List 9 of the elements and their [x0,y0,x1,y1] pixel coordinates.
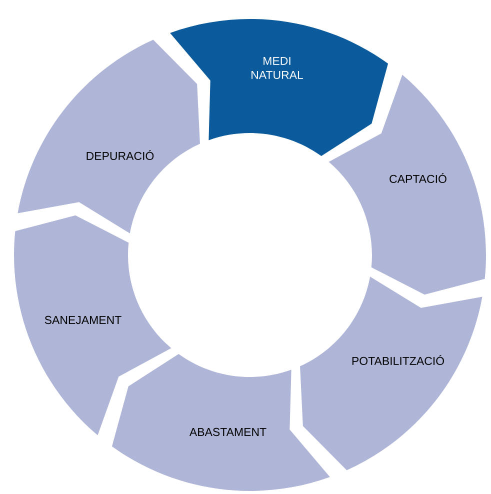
ring-segment: POTABILITZACIÓ [300,276,482,470]
ring-segment: CAPTACIÓ [328,74,486,295]
node-label: DEPURACIÓ [86,150,154,160]
ring-segment: ABASTAMENT [112,354,330,491]
ring-segment: SANEJAMENT [14,215,172,436]
ring-segment: MEDI NATURAL [170,19,388,156]
ring-segment: DEPURACIÓ [18,40,200,234]
node-label: ABASTAMENT [189,428,266,436]
node-label: POTABILITZACIÓ [352,354,444,366]
